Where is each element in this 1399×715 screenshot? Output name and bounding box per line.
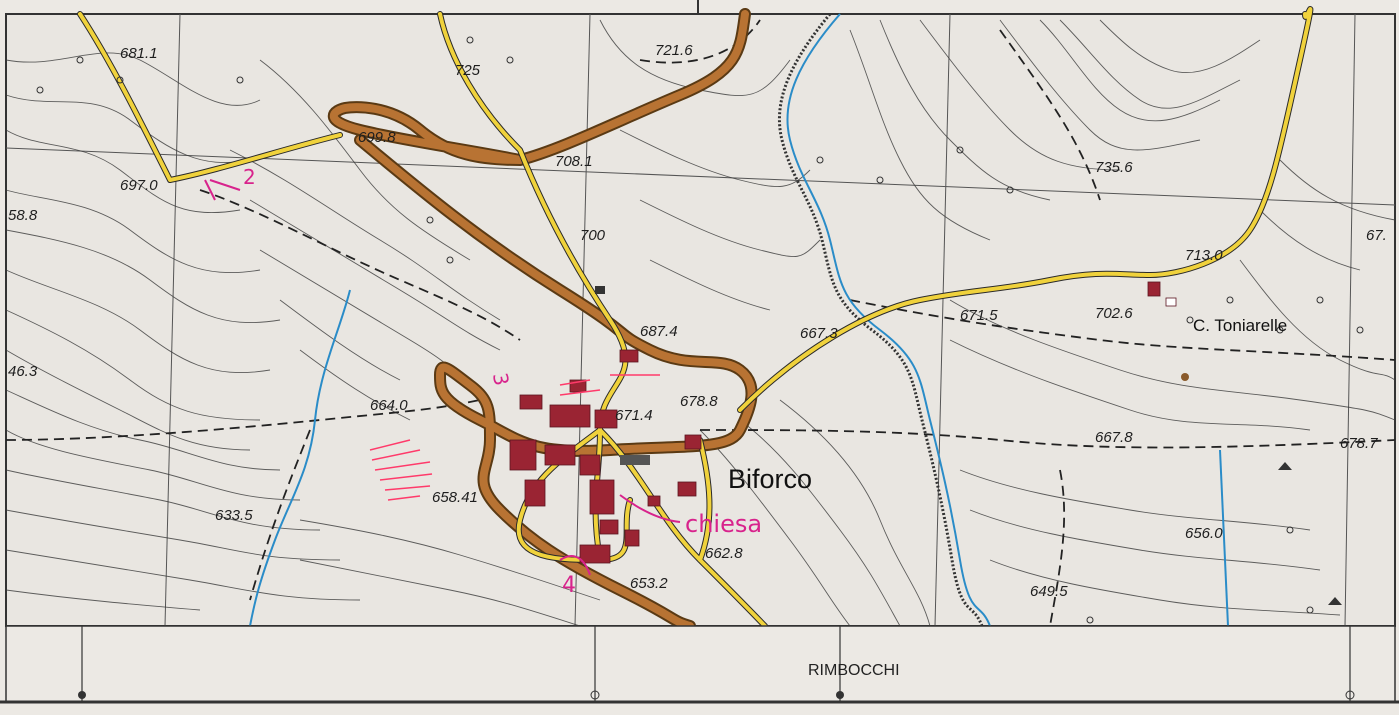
- elevation-labels: 681.1 725 721.6 699.8 708.1 697.0 58.8 7…: [8, 42, 1387, 600]
- elev-662-8: 662.8: [705, 545, 743, 562]
- elev-735-6: 735.6: [1095, 159, 1133, 176]
- annotation-4: 4: [562, 573, 576, 598]
- elev-678-8: 678.8: [680, 393, 718, 410]
- elev-721-6: 721.6: [655, 42, 693, 59]
- elev-700: 700: [580, 227, 606, 244]
- place-biforco: Biforco: [728, 464, 812, 494]
- contour-lines: [5, 19, 1396, 627]
- elev-687-4: 687.4: [640, 323, 678, 340]
- secondary-road: [77, 6, 1314, 629]
- main-road: [327, 8, 758, 632]
- elev-681-1: 681.1: [120, 45, 158, 62]
- elev-702-6: 702.6: [1095, 305, 1133, 322]
- elev-671-5: 671.5: [960, 307, 998, 324]
- elev-658-41: 658.41: [432, 489, 478, 506]
- rivers: [249, 13, 1229, 627]
- elev-725: 725: [455, 62, 481, 79]
- elev-713-0: 713.0: [1185, 247, 1223, 264]
- building-gray: [620, 455, 650, 465]
- building-gray-2: [595, 286, 605, 294]
- pen-hatching: [369, 374, 660, 501]
- annotation-chiesa: chiesa: [685, 510, 762, 538]
- elev-67: 67.: [1366, 227, 1387, 244]
- annotation-3: 3: [488, 371, 514, 388]
- bottom-band: [0, 625, 1399, 704]
- elev-58-8: 58.8: [8, 207, 38, 224]
- elev-633-5: 633.5: [215, 507, 253, 524]
- footpaths: [5, 19, 1396, 627]
- brown-dot: [1181, 373, 1189, 381]
- elev-671-4: 671.4: [615, 407, 653, 424]
- elev-667-3: 667.3: [800, 325, 838, 342]
- elev-667-8: 667.8: [1095, 429, 1133, 446]
- annotation-2: 2: [243, 165, 256, 189]
- elev-708-1: 708.1: [555, 153, 593, 170]
- place-rimbocchi: RIMBOCCHI: [808, 662, 900, 679]
- elev-664-0: 664.0: [370, 397, 408, 414]
- buildings: [509, 281, 1177, 564]
- grid-lines: [5, 13, 1396, 627]
- spot-markers: [36, 36, 1364, 624]
- elev-653-2: 653.2: [630, 575, 668, 592]
- elev-697-0: 697.0: [120, 177, 158, 194]
- elev-46-3: 46.3: [8, 363, 38, 380]
- elev-678-7: 678.7: [1340, 435, 1378, 452]
- place-c-toniarelle: C. Toniarelle: [1193, 316, 1287, 335]
- elev-656-0: 656.0: [1185, 525, 1223, 542]
- elev-699-8: 699.8: [358, 129, 396, 146]
- pen-marks: [204, 179, 681, 576]
- elev-649-5: 649.5: [1030, 583, 1068, 600]
